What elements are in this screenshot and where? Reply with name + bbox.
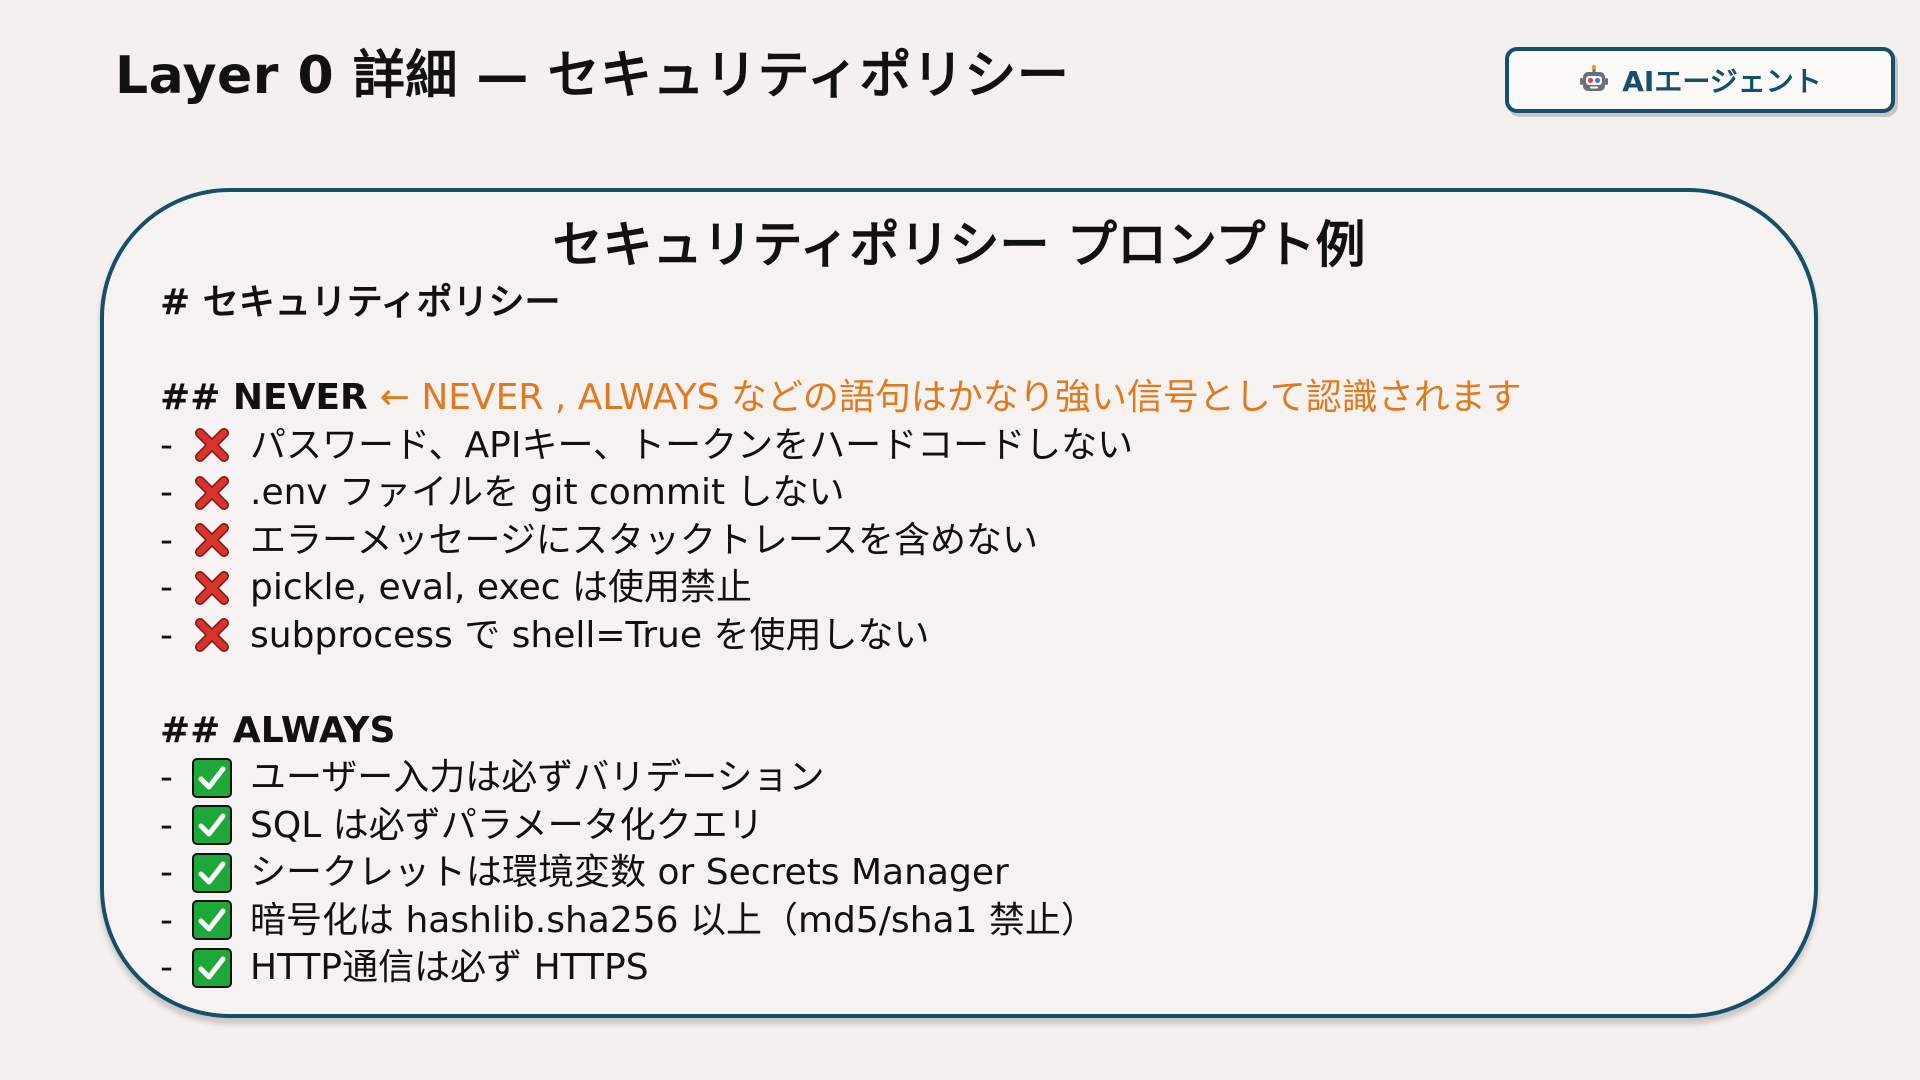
green-check-icon xyxy=(192,805,232,846)
blank-line xyxy=(160,327,1760,375)
list-dash: - xyxy=(160,614,173,656)
prompt-example-card: セキュリティポリシー プロンプト例 # セキュリティポリシー ## NEVER … xyxy=(100,188,1818,1018)
red-x-icon xyxy=(192,520,232,560)
list-dash: - xyxy=(160,519,173,561)
never-item-text: エラーメッセージにスタックトレースを含めない xyxy=(250,519,1039,561)
list-dash: - xyxy=(160,804,173,846)
red-x-icon xyxy=(192,473,232,513)
list-dash: - xyxy=(160,899,173,941)
always-item-text: 暗号化は hashlib.sha256 以上（md5/sha1 禁止） xyxy=(250,899,1097,941)
green-check-icon xyxy=(192,852,232,893)
always-item: - 暗号化は hashlib.sha256 以上（md5/sha1 禁止） xyxy=(160,897,1760,945)
red-x-icon xyxy=(192,568,232,608)
never-item-text: pickle, eval, exec は使用禁止 xyxy=(250,567,753,608)
never-item: - subprocess で shell=True を使用しない xyxy=(160,612,1760,660)
never-heading: ## NEVER xyxy=(160,377,368,418)
never-note: ← NEVER , ALWAYS などの語句はかなり強い信号として認識されます xyxy=(379,377,1522,418)
policy-heading: # セキュリティポリシー xyxy=(160,282,561,323)
always-item-text: HTTP通信は必ず HTTPS xyxy=(250,947,649,988)
always-item: - SQL は必ずパラメータ化クエリ xyxy=(160,802,1760,850)
never-item: - エラーメッセージにスタックトレースを含めない xyxy=(160,517,1760,565)
list-dash: - xyxy=(160,472,173,513)
red-x-icon xyxy=(192,425,232,465)
never-item: - pickle, eval, exec は使用禁止 xyxy=(160,564,1760,612)
list-dash: - xyxy=(160,947,173,988)
always-item-text: SQL は必ずパラメータ化クエリ xyxy=(250,804,764,846)
always-heading: ## ALWAYS xyxy=(160,709,396,751)
list-dash: - xyxy=(160,424,173,466)
always-item-text: ユーザー入力は必ずバリデーション xyxy=(250,757,825,798)
list-dash: - xyxy=(160,852,173,893)
never-item-text: パスワード、APIキー、トークンをハードコードしない xyxy=(250,424,1134,466)
never-item: - パスワード、APIキー、トークンをハードコードしない xyxy=(160,422,1760,470)
green-check-icon xyxy=(192,947,232,988)
ai-agent-badge: AIエージェント xyxy=(1505,47,1895,113)
always-item: - シークレットは環境変数 or Secrets Manager xyxy=(160,849,1760,897)
robot-icon xyxy=(1578,64,1610,96)
green-check-icon xyxy=(192,900,232,941)
green-check-icon xyxy=(192,757,232,798)
never-item-text: .env ファイルを git commit しない xyxy=(250,472,845,513)
page-title: Layer 0 詳細 — セキュリティポリシー xyxy=(115,46,1070,106)
prompt-body: # セキュリティポリシー ## NEVER ← NEVER , ALWAYS な… xyxy=(160,279,1760,992)
red-x-icon xyxy=(192,615,232,655)
blank-line xyxy=(160,659,1760,707)
always-item: - ユーザー入力は必ずバリデーション xyxy=(160,754,1760,802)
never-heading-line: ## NEVER ← NEVER , ALWAYS などの語句はかなり強い信号と… xyxy=(160,374,1760,422)
always-item-text: シークレットは環境変数 or Secrets Manager xyxy=(250,852,1009,893)
card-title: セキュリティポリシー プロンプト例 xyxy=(552,216,1366,274)
never-item-text: subprocess で shell=True を使用しない xyxy=(250,614,930,656)
always-item: - HTTP通信は必ず HTTPS xyxy=(160,944,1760,992)
never-item: - .env ファイルを git commit しない xyxy=(160,469,1760,517)
list-dash: - xyxy=(160,757,173,798)
list-dash: - xyxy=(160,567,173,608)
ai-agent-label: AIエージェント xyxy=(1622,65,1822,98)
